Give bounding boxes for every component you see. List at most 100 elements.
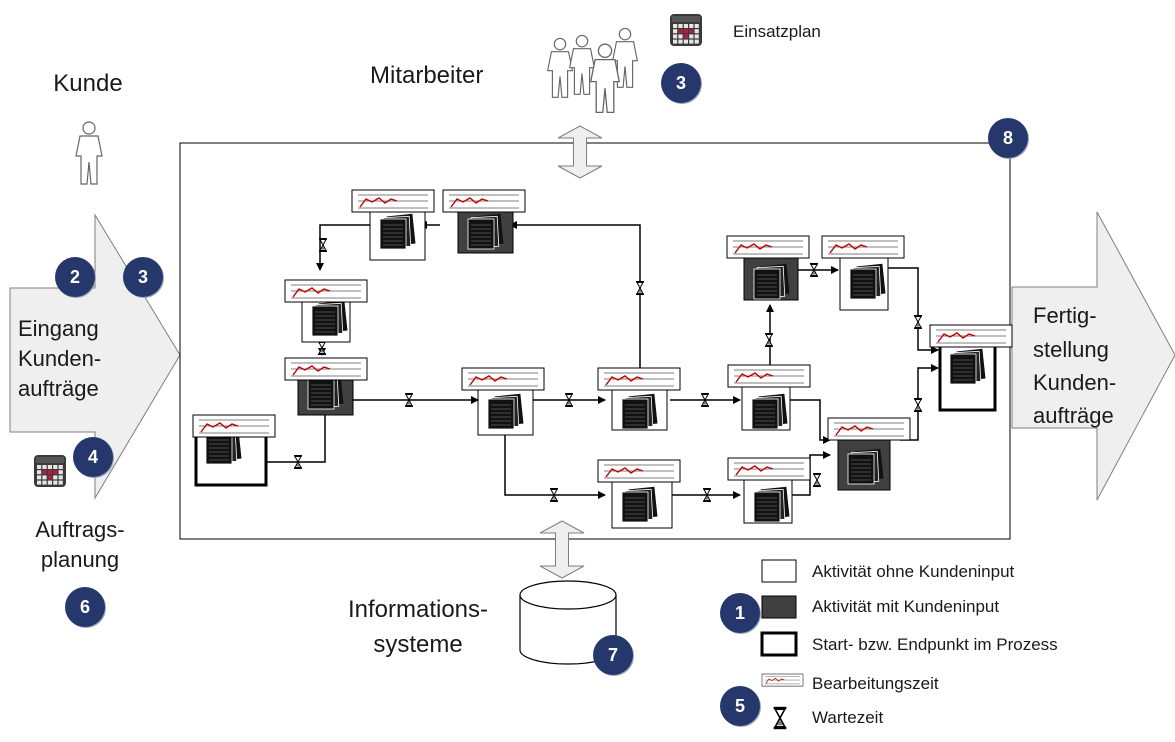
calendar-cell	[42, 465, 47, 469]
calendar-cell	[683, 39, 688, 44]
hourglass-icon	[812, 472, 822, 488]
calendar-cell	[47, 470, 52, 475]
activity-node	[351, 189, 435, 261]
calendar-cell	[58, 480, 63, 485]
calendar-cell	[58, 465, 63, 469]
badge-6: 6	[65, 587, 105, 627]
processing-time-chart	[597, 367, 681, 391]
calendar-cell	[42, 470, 47, 475]
flow-connector	[265, 399, 329, 463]
hourglass-icon	[913, 397, 923, 413]
activity-node	[726, 235, 810, 301]
calendar-cell	[678, 39, 683, 44]
processing-time-chart	[929, 324, 1013, 348]
eingang-label-line2: Kunden-	[18, 346, 102, 371]
legend-zeit-symbol	[761, 673, 804, 687]
calendar-cell	[37, 470, 42, 475]
calendar-cell	[689, 39, 694, 44]
calendar-cell	[678, 24, 683, 28]
legend-warte-text: Wartezeit	[812, 708, 884, 727]
activity-node	[461, 367, 545, 436]
processing-time-chart	[461, 367, 545, 391]
mitarbeiter-label: Mitarbeiter	[370, 62, 484, 89]
document-stack-icon	[487, 393, 524, 430]
legend-start-symbol	[760, 631, 798, 657]
activity-node	[192, 414, 276, 487]
activity-node	[284, 279, 368, 343]
calendar-header	[672, 16, 700, 22]
mitarbeiter-person-icon	[569, 34, 595, 95]
document-stack-icon	[949, 348, 986, 385]
eingang-label-line1: Eingang	[18, 316, 99, 341]
calendar-cell	[53, 470, 58, 475]
processing-time-chart	[727, 364, 811, 388]
document-stack-icon	[379, 213, 416, 250]
calendar-cell	[53, 465, 58, 469]
calendar-cell	[694, 24, 699, 28]
processing-time-chart	[827, 417, 911, 441]
auftragsplanung-calendar-icon	[34, 455, 66, 487]
processing-time-chart	[761, 673, 804, 687]
activity-node	[284, 357, 368, 416]
calendar-cell	[694, 34, 699, 39]
person-icon	[75, 121, 103, 185]
badge-4: 4	[73, 437, 113, 477]
activity-node	[727, 457, 811, 524]
activity-node	[597, 459, 681, 529]
legend-mit-text: Aktivität mit Kundeninput	[812, 597, 1000, 616]
hourglass-icon	[913, 314, 923, 330]
document-stack-icon	[849, 263, 886, 300]
hourglass-icon	[635, 280, 645, 296]
legend-ohne-symbol	[761, 559, 797, 583]
calendar-cell	[673, 39, 678, 44]
database-top	[519, 580, 617, 610]
calendar-cell	[673, 24, 678, 28]
document-stack-icon	[621, 486, 658, 523]
document-stack-icon	[753, 486, 790, 523]
mitarbeiter-double-arrow	[557, 125, 603, 179]
badge-5: 5	[720, 686, 760, 726]
badge-3-left: 3	[123, 257, 163, 297]
processing-time-chart	[727, 457, 811, 481]
legend-ohne-text: Aktivität ohne Kundeninput	[812, 562, 1015, 581]
auftragsplanung-label-line1: Auftrags-	[35, 517, 125, 542]
activity-node	[442, 189, 526, 254]
calendar-cell	[678, 29, 683, 34]
legend-start-text: Start- bzw. Endpunkt im Prozess	[812, 635, 1058, 654]
flow-connector	[509, 221, 641, 370]
calendar-cell	[53, 475, 58, 480]
output-arrow	[1011, 211, 1175, 501]
kunde-label: Kunde	[53, 70, 123, 97]
calendar-cell	[683, 34, 688, 39]
badge-8: 8	[988, 118, 1028, 158]
document-stack-icon	[467, 213, 504, 250]
document-stack-icon	[621, 393, 658, 430]
fertigstellung-label-line4: aufträge	[1033, 403, 1114, 428]
badge-3-top: 3	[661, 63, 701, 103]
activity-node	[727, 364, 811, 431]
document-stack-icon	[847, 448, 884, 485]
calendar-cell	[673, 29, 678, 34]
kunde-person-icon	[75, 121, 103, 185]
hourglass-icon	[772, 705, 788, 731]
document-stack-icon	[311, 300, 348, 337]
processing-time-chart	[726, 235, 810, 259]
calendar-cell	[683, 24, 688, 28]
calendar-cell	[47, 475, 52, 480]
calendar-cell	[37, 475, 42, 480]
activity-node	[827, 417, 911, 491]
infosys-double-arrow	[539, 520, 585, 579]
informationssysteme-label-line1: Informations-	[347, 596, 489, 623]
flow-connector	[316, 224, 370, 271]
document-stack-icon	[753, 263, 790, 300]
processing-time-chart	[192, 414, 276, 438]
badge-2: 2	[55, 257, 95, 297]
einsatzplan-calendar-icon	[670, 14, 702, 46]
calendar-cell	[47, 465, 52, 469]
calendar-cell	[683, 29, 688, 34]
badge-7: 7	[593, 635, 633, 675]
fertigstellung-label-line1: Fertig-	[1033, 303, 1097, 328]
processing-time-chart	[351, 189, 435, 213]
